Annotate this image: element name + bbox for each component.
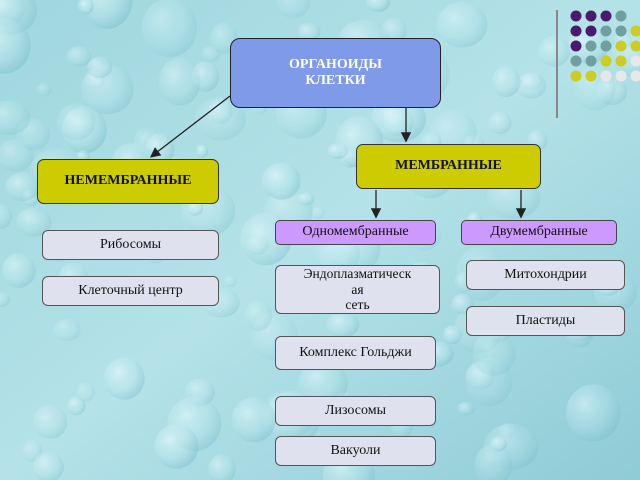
decorative-dot [570, 40, 582, 52]
double-membrane-box: Двумембранные [461, 220, 617, 245]
arrow-to-nonmembrane [149, 95, 231, 158]
decorative-dot [630, 70, 640, 82]
decorative-dot [630, 40, 640, 52]
single-membrane-box: Одномембранные [275, 220, 436, 245]
decorative-dot [630, 25, 640, 37]
er-box: Эндоплазматическ ая сеть [275, 265, 440, 314]
decorative-dot [570, 25, 582, 37]
ribosomes-box: Рибосомы [42, 230, 219, 260]
decorative-dot [600, 70, 612, 82]
decorative-dot [600, 40, 612, 52]
membrane-category-box: МЕМБРАННЫЕ [356, 144, 541, 189]
lysosomes-box: Лизосомы [275, 396, 436, 426]
decorative-dot [615, 10, 627, 22]
cell-center-box: Клеточный центр [42, 276, 219, 306]
golgi-box: Комплекс Гольджи [275, 336, 436, 370]
nonmembrane-category-box: НЕМЕМБРАННЫЕ [37, 159, 219, 204]
decorative-dot [570, 70, 582, 82]
decorative-dot [600, 25, 612, 37]
decorative-dot [600, 55, 612, 67]
decorative-dot [615, 40, 627, 52]
decorative-dot [630, 55, 640, 67]
root-organelles-box: ОРГАНОИДЫ КЛЕТКИ [230, 38, 441, 108]
decorative-dot [615, 55, 627, 67]
decorative-dot [585, 10, 597, 22]
decorative-dot [585, 55, 597, 67]
plastids-box: Пластиды [466, 306, 625, 336]
decorative-dot [570, 10, 582, 22]
decorative-dot [585, 40, 597, 52]
decorative-dot [585, 25, 597, 37]
mitochondria-box: Митохондрии [466, 260, 625, 290]
decorative-dot [570, 55, 582, 67]
decorative-dot [600, 10, 612, 22]
decorative-dot [615, 25, 627, 37]
vacuoles-box: Вакуоли [275, 436, 436, 466]
decorative-dot [615, 70, 627, 82]
decorative-dot [585, 70, 597, 82]
